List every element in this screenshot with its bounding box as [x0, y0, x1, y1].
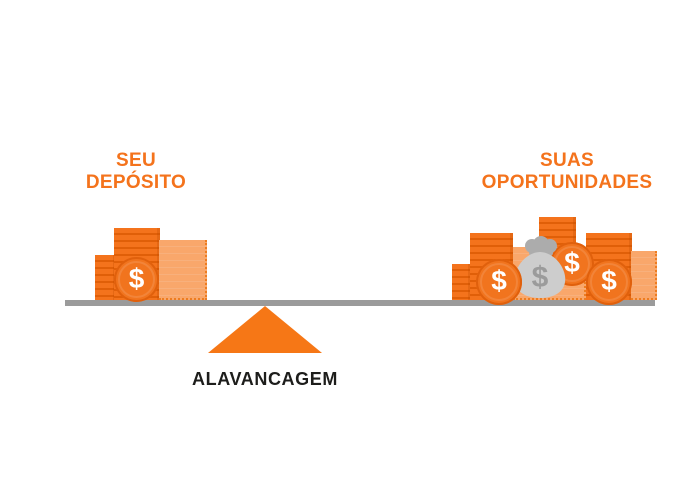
dollar-sign: $: [128, 262, 145, 294]
coin-stack-icon: [452, 264, 471, 300]
deposit-title-line1: SEU: [116, 150, 156, 171]
opportunities-title-line2: OPORTUNIDADES: [481, 172, 653, 193]
dollar-sign: $: [601, 265, 617, 296]
dollar-sign: $: [491, 265, 507, 296]
dollar-coin-icon: $: [476, 259, 522, 305]
opportunities-title-line1: SUAS: [540, 150, 594, 171]
coin-stack-icon: [95, 255, 116, 300]
coin-stack-icon: [631, 251, 657, 300]
seesaw-beam: [65, 300, 655, 306]
money-bag-icon: $: [514, 236, 566, 298]
deposit-title-line2: DEPÓSITO: [85, 172, 187, 193]
deposit-title: SEU DEPÓSITO: [36, 150, 236, 194]
fulcrum-triangle-icon: [208, 306, 322, 353]
dollar-coin-icon: $: [586, 259, 632, 305]
dollar-coin-icon: $: [114, 257, 159, 302]
coin-stack-icon: [159, 240, 207, 300]
leverage-label: ALAVANCAGEM: [192, 369, 338, 389]
dollar-sign: $: [564, 247, 580, 278]
bag-dollar-sign: $: [532, 261, 549, 294]
opportunities-title: SUAS OPORTUNIDADES: [467, 150, 667, 194]
